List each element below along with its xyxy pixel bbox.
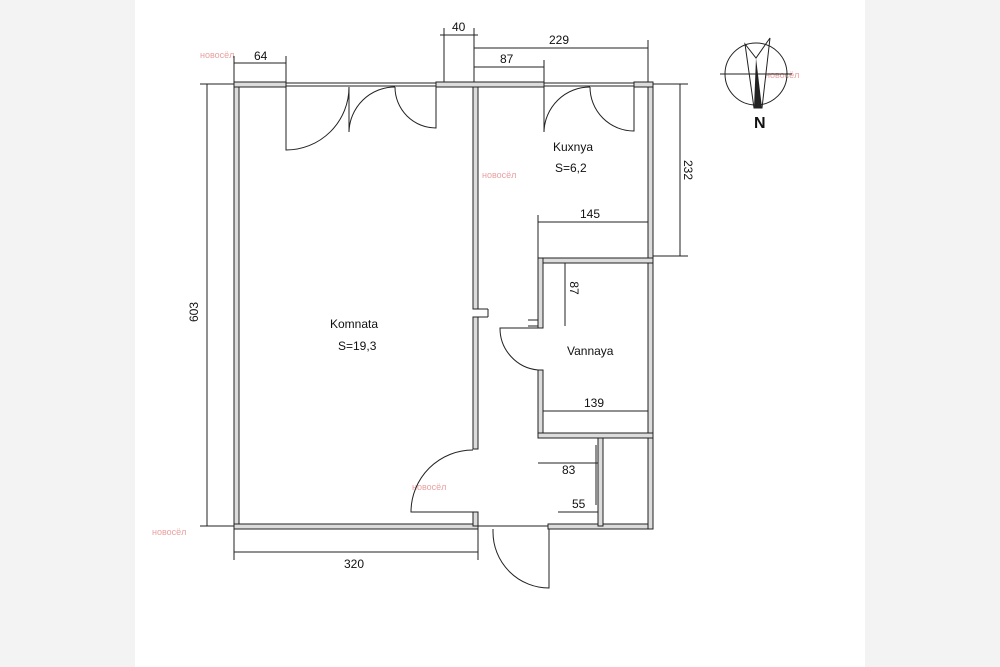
dim-603: 603 [187,302,201,322]
wall-top-3 [633,81,654,88]
dim-64: 64 [254,49,268,63]
window-swing-5 [589,86,635,132]
wall-bath-top [537,257,654,264]
north-arrow-icon: N [720,37,792,132]
wall-interior-upper [472,86,479,310]
dim-83: 83 [562,463,576,477]
dim-139: 139 [584,396,604,410]
entry-door-swing [492,529,550,589]
dim-232: 232 [681,160,695,180]
dimension-labels: 64 40 229 87 603 232 145 87 139 83 55 32… [187,20,695,571]
dim-145: 145 [580,207,600,221]
dim-40: 40 [452,20,466,34]
wall-interior-mid [472,316,479,450]
dim-320: 320 [344,557,364,571]
watermark: новосёл новосёл новосёл новосёл новосёл [152,50,799,537]
room-labels: Komnata S=19,3 Kuxnya S=6,2 Vannaya [330,140,614,358]
dim-87-vert: 87 [567,281,581,295]
watermark-text-2: новосёл [482,170,516,180]
watermark-text-4: новосёл [152,527,186,537]
window-swing-1 [285,86,350,151]
wall-right [647,81,654,530]
room-name-komnata: Komnata [330,317,378,331]
room-area-kuxnya: S=6,2 [555,161,587,175]
wall-closet [597,437,604,527]
window-swing-3 [394,86,437,129]
room-name-vannaya: Vannaya [567,344,614,358]
bath-door-swing [499,327,539,371]
window-swing-2 [348,86,396,133]
watermark-text-1: новосёл [200,50,234,60]
window-swing-4 [543,86,591,133]
wall-bath-left-lower [537,369,544,439]
wall-bath-bottom [537,432,654,439]
wall-bottom-left [233,523,479,530]
room-name-kuxnya: Kuxnya [553,140,593,154]
wall-top-1 [233,81,287,88]
wall-top-2 [435,81,545,88]
wall-bath-left-upper [537,257,544,329]
north-label: N [754,115,766,132]
room-door-swing [410,449,474,513]
dimension-lines [200,28,688,560]
walls [233,81,654,530]
room-area-komnata: S=19,3 [338,339,377,353]
dim-55: 55 [572,497,586,511]
dim-229: 229 [549,33,569,47]
door-swings [285,86,635,589]
wall-left [233,81,240,529]
watermark-text-3: новосёл [412,482,446,492]
dim-87-top: 87 [500,52,514,66]
wall-interior-low [472,511,479,527]
watermark-text-5: новосёл [765,70,799,80]
